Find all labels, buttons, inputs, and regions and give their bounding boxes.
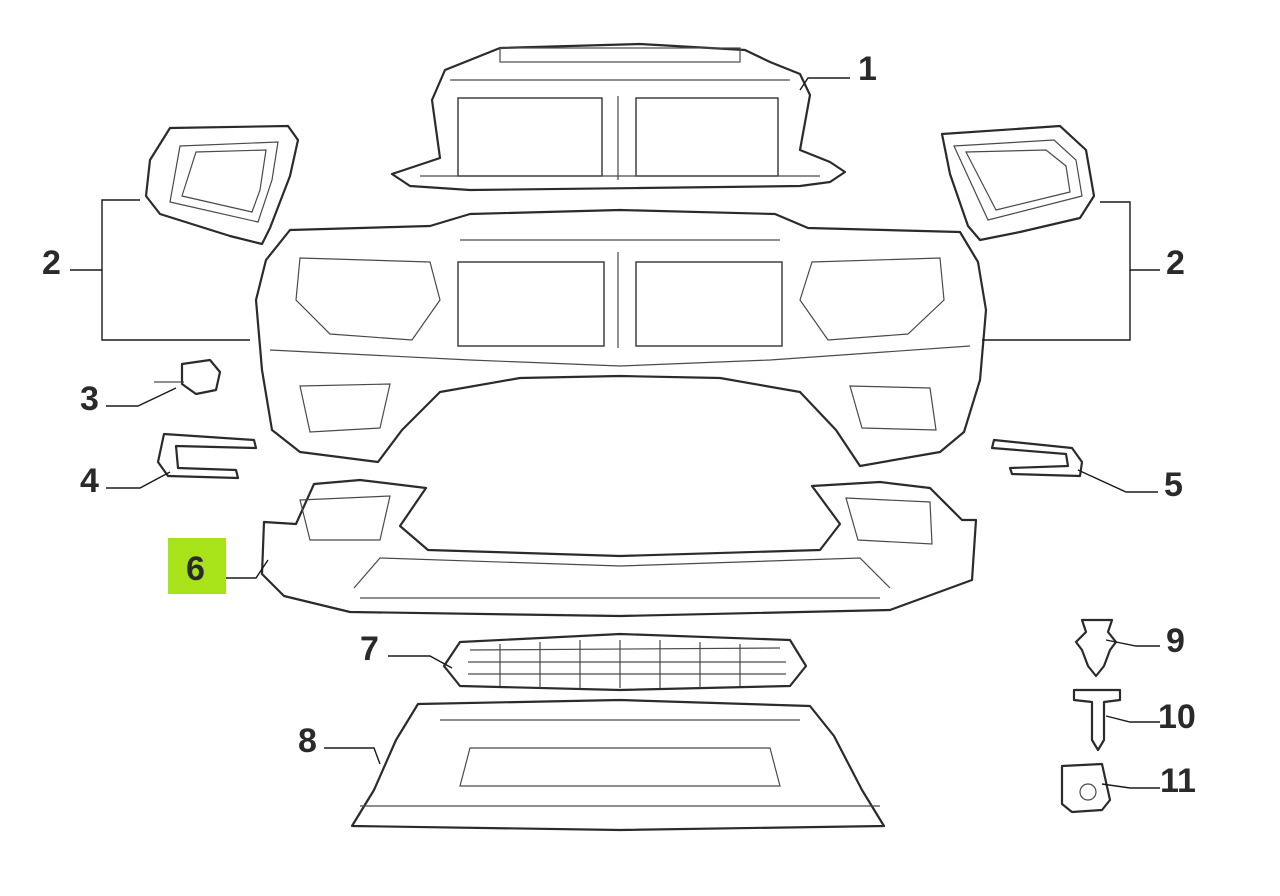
part-3-tow-hook-cap[interactable] xyxy=(154,358,222,396)
callout-labels: 1 2 2 3 4 5 6 7 8 9 10 11 xyxy=(42,50,1196,800)
part-5-right-trim[interactable] xyxy=(990,438,1084,478)
callout-2-right[interactable]: 2 xyxy=(1166,244,1185,282)
callout-10[interactable]: 10 xyxy=(1158,698,1196,736)
callout-2-left[interactable]: 2 xyxy=(42,244,61,282)
callout-6-highlight xyxy=(168,538,226,594)
callout-6[interactable]: 6 xyxy=(186,550,205,588)
part-8-skid-plate[interactable] xyxy=(350,698,886,832)
leader-lines xyxy=(70,77,1160,789)
part-10-rivet[interactable] xyxy=(1072,688,1122,752)
part-11-speed-nut[interactable] xyxy=(1060,762,1112,814)
callout-3[interactable]: 3 xyxy=(80,380,99,418)
callout-8[interactable]: 8 xyxy=(298,722,317,760)
part-9-push-clip[interactable] xyxy=(1074,618,1118,678)
callout-5[interactable]: 5 xyxy=(1164,466,1183,504)
part-1-upper-support[interactable] xyxy=(390,42,847,192)
callout-4[interactable]: 4 xyxy=(80,462,99,500)
callout-7[interactable]: 7 xyxy=(360,630,379,668)
part-2-right-bezel[interactable] xyxy=(940,124,1096,242)
callout-9[interactable]: 9 xyxy=(1166,622,1185,660)
front-bumper-cover[interactable] xyxy=(254,208,988,468)
part-4-left-trim[interactable] xyxy=(156,432,258,480)
part-6-lower-bumper[interactable] xyxy=(260,478,978,618)
callout-11[interactable]: 11 xyxy=(1160,762,1196,800)
part-7-lower-grille[interactable] xyxy=(442,632,808,692)
part-2-left-bezel[interactable] xyxy=(144,124,300,246)
callout-1[interactable]: 1 xyxy=(858,50,877,88)
